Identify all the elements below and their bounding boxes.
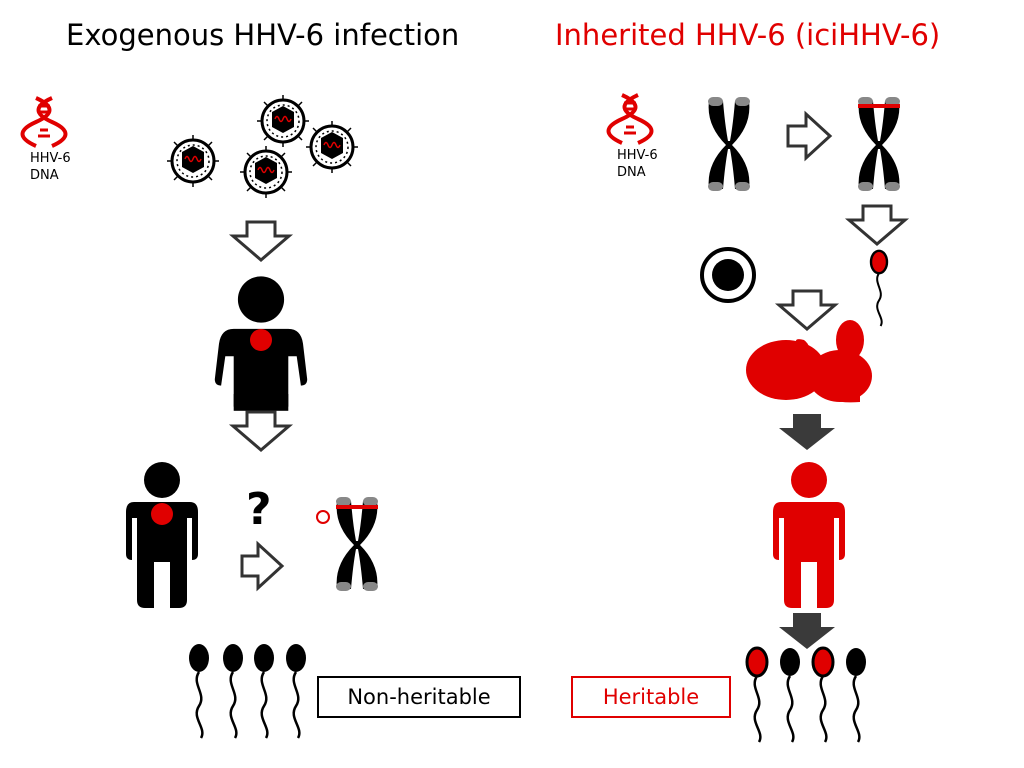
heritable-box: Heritable [571, 676, 731, 718]
fetus-icon [746, 320, 872, 403]
chromosome-icon [708, 97, 750, 191]
dna-helix-icon [606, 93, 654, 145]
infection-dot [250, 329, 272, 351]
inherited-person-icon [773, 462, 845, 608]
exogenous-title: Exogenous HHV-6 infection [66, 18, 460, 52]
arrow-down-icon [231, 410, 291, 452]
integrated-chromosome-icon [858, 97, 900, 191]
dna-label-right: HHV-6 DNA [617, 148, 658, 180]
infection-dot [151, 503, 173, 525]
arrow-right-icon [786, 110, 833, 162]
sperm-row-right [745, 646, 868, 744]
solid-arrow-down-icon [779, 613, 835, 649]
child-person-icon [214, 276, 308, 413]
solid-arrow-down-icon [779, 414, 835, 450]
inherited-title: Inherited HHV-6 (iciHHV-6) [555, 18, 941, 52]
sperm-row-left [187, 642, 308, 740]
question-mark: ? [246, 484, 272, 535]
dna-helix-icon [20, 96, 68, 148]
dna-label-left: HHV-6 DNA [30, 151, 71, 183]
chromosome-icon [336, 497, 378, 591]
sperm-icon [869, 249, 889, 328]
virus-particle-icon [165, 93, 360, 200]
arrow-down-icon [777, 289, 837, 331]
non-heritable-box: Non-heritable [317, 676, 521, 718]
egg-cell-icon [700, 247, 756, 303]
arrow-down-icon [847, 204, 907, 246]
adult-person-icon [126, 462, 198, 608]
viral-episome-icon [316, 510, 330, 524]
arrow-right-icon [240, 540, 285, 592]
arrow-down-icon [231, 220, 291, 262]
